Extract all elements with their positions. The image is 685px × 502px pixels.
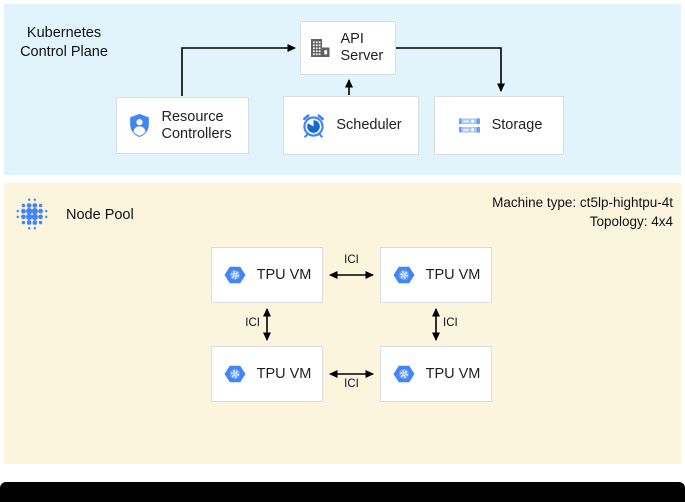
- tpu-vm-label: TPU VM: [425, 365, 481, 382]
- compute-engine-icon: [224, 266, 246, 284]
- tpu-vm-box-bottom-right: TPU VM: [380, 346, 492, 402]
- ici-label-top: ICI: [344, 254, 359, 266]
- tpu-vm-label: TPU VM: [256, 365, 312, 382]
- storage-label: Storage: [491, 117, 543, 133]
- node-pool-panel: Node Pool Machine type: ct5lp-hightpu-4t…: [4, 183, 681, 464]
- api-server-label: API Server: [340, 31, 384, 64]
- tpu-vm-box-bottom-left: TPU VM: [211, 346, 323, 402]
- arrow-resource-controllers-to-api-server: [181, 44, 296, 96]
- ici-label-right: ICI: [443, 317, 458, 329]
- compute-engine-icon: [224, 365, 246, 383]
- shield-user-icon: [129, 113, 149, 138]
- control-plane-title: Kubernetes Control Plane: [20, 25, 108, 60]
- tpu-vm-box-top-left: TPU VM: [211, 247, 323, 303]
- machine-type-text: Machine type: ct5lp-hightpu-4t: [492, 195, 673, 210]
- tpu-vm-label: TPU VM: [425, 266, 481, 283]
- building-icon: [310, 39, 329, 57]
- resource-controllers-label: Resource Controllers: [161, 108, 232, 142]
- control-plane-panel: Kubernetes Control Plane API Server: [4, 4, 681, 175]
- storage-box: Storage: [434, 96, 564, 155]
- arrow-api-server-to-storage: [396, 47, 505, 92]
- resource-controllers-box: Resource Controllers: [116, 97, 249, 154]
- node-pool-title: Node Pool: [66, 207, 134, 223]
- ici-label-bottom: ICI: [344, 378, 359, 390]
- bottom-bar: [0, 482, 685, 502]
- tpu-vm-box-top-right: TPU VM: [380, 247, 492, 303]
- compute-engine-icon: [393, 266, 415, 284]
- tpu-vm-label: TPU VM: [256, 266, 312, 283]
- topology-text: Topology: 4x4: [589, 214, 673, 229]
- compute-engine-icon: [393, 365, 415, 383]
- alarm-clock-icon: [303, 114, 325, 138]
- scheduler-label: Scheduler: [336, 117, 402, 133]
- ici-label-left: ICI: [245, 317, 260, 329]
- api-server-box: API Server: [300, 21, 396, 75]
- node-pool-info: Machine type: ct5lp-hightpu-4t Topology:…: [492, 193, 673, 231]
- scheduler-box: Scheduler: [283, 96, 419, 155]
- storage-disks-icon: [458, 118, 480, 133]
- tpu-pod-dots-icon: [16, 198, 48, 230]
